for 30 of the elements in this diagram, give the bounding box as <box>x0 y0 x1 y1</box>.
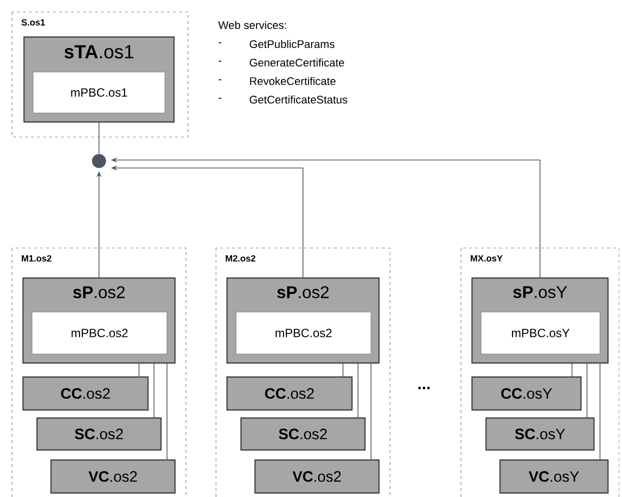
connector-line <box>138 362 140 378</box>
service-name: GenerateCertificate <box>250 58 344 67</box>
module-box: mPBC.os2 <box>236 312 372 354</box>
component-box: VC.osY <box>499 459 609 494</box>
component-box: SC.os2 <box>240 417 366 451</box>
junction-dot <box>92 154 106 168</box>
component-box: CC.os2 <box>226 376 353 411</box>
module-box: mPBC.osY <box>480 312 600 354</box>
connector-line <box>370 362 372 460</box>
service-name: RevokeCertificate <box>250 76 336 86</box>
connector-line <box>166 362 168 460</box>
bullet-dash: - <box>218 60 222 62</box>
connector-line <box>342 362 344 378</box>
module-box: mPBC.os2 <box>32 312 168 354</box>
ellipsis: ... <box>418 386 430 390</box>
component-box: CC.osY <box>471 376 582 411</box>
service-name: GetPublicParams <box>250 40 334 48</box>
bullet-dash: - <box>218 42 222 44</box>
connector-line <box>98 122 100 154</box>
connector-line <box>586 362 588 418</box>
component-box: SC.osY <box>485 417 595 451</box>
bullet-dash: - <box>218 98 222 99</box>
service-name: GetCertificateStatus <box>250 95 348 104</box>
bullet-dash: - <box>218 79 222 80</box>
module-box: mPBC.os1 <box>32 72 166 114</box>
component-box: SC.os2 <box>36 417 162 451</box>
component-box: VC.os2 <box>254 459 380 494</box>
list-heading: Web services: <box>218 20 286 30</box>
component-box: VC.os2 <box>50 459 176 494</box>
component-box: CC.os2 <box>22 376 149 411</box>
